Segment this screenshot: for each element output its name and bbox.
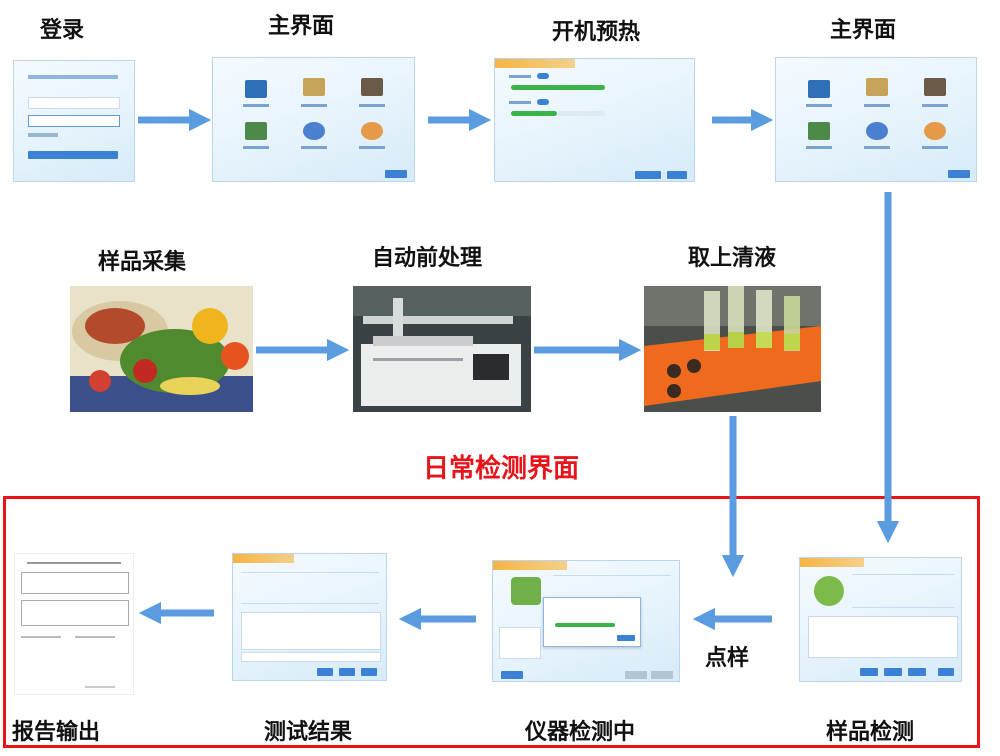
test-result-screenshot xyxy=(232,553,387,681)
instrument-testing-screenshot xyxy=(492,560,680,682)
arrow-label-spotting: 点样 xyxy=(705,646,750,671)
step-label-sampling: 样品采集 xyxy=(98,250,187,275)
step-label-login: 登录 xyxy=(40,18,85,43)
step-label-sample-test: 样品检测 xyxy=(826,720,915,745)
food-sample-photo xyxy=(70,286,253,412)
test-tubes-photo xyxy=(644,286,821,412)
pretreatment-machine-photo xyxy=(353,286,531,412)
step-label-main-2: 主界面 xyxy=(830,18,897,43)
main-screenshot-2 xyxy=(775,57,977,182)
step-label-main-1: 主界面 xyxy=(268,14,335,39)
report-document xyxy=(14,553,134,695)
warmup-screenshot xyxy=(494,58,695,182)
step-label-warmup: 开机预热 xyxy=(552,20,641,45)
step-label-pretreat: 自动前处理 xyxy=(372,246,483,271)
step-label-report: 报告输出 xyxy=(12,720,101,745)
main-screenshot-1 xyxy=(212,57,415,182)
step-label-result: 测试结果 xyxy=(264,720,353,745)
step-label-supernatant: 取上清液 xyxy=(688,246,777,271)
sample-test-screenshot xyxy=(799,557,962,682)
daily-test-frame xyxy=(3,496,980,748)
section-title: 日常检测界面 xyxy=(423,454,580,484)
login-screenshot xyxy=(13,60,135,182)
step-label-testing: 仪器检测中 xyxy=(525,720,636,745)
